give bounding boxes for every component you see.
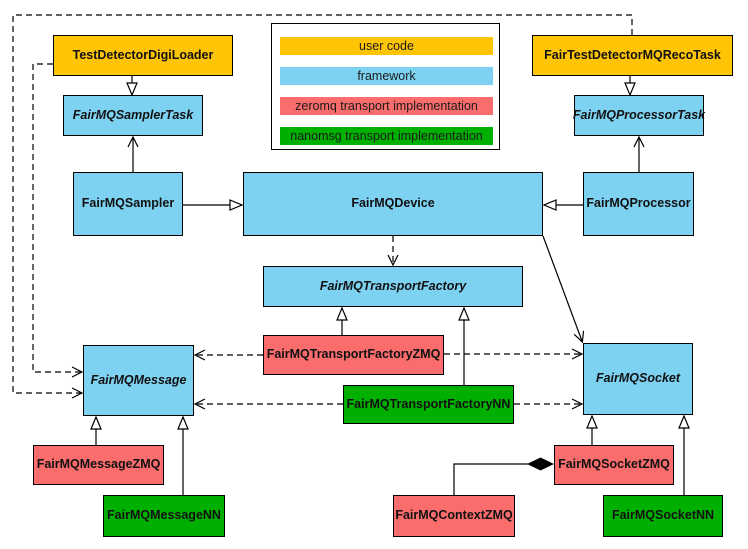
legend-item-zeromq: zeromq transport implementation <box>280 97 493 115</box>
node-fairmqsamplertask: FairMQSamplerTask <box>63 95 203 136</box>
node-fairmqsocketnn: FairMQSocketNN <box>603 495 723 537</box>
node-fairmqmessagenn: FairMQMessageNN <box>103 495 225 537</box>
node-testdetectordigiloader: TestDetectorDigiLoader <box>53 35 233 76</box>
edge-device-socket-association <box>542 235 585 344</box>
node-fairmqtransportfactoryzmq: FairMQTransportFactoryZMQ <box>263 335 444 375</box>
node-fairtestdetectormqrecotask: FairTestDetectorMQRecoTask <box>532 35 733 76</box>
node-fairmqcontextzmq: FairMQContextZMQ <box>393 495 515 537</box>
edge-socketzmq-contextzmq-composition <box>453 463 528 495</box>
node-fairmqmessagezmq: FairMQMessageZMQ <box>33 445 164 485</box>
legend-item-framework: framework <box>280 67 493 85</box>
legend: user code framework zeromq transport imp… <box>271 23 500 150</box>
legend-item-nanomsg: nanomsg transport implementation <box>280 127 493 145</box>
node-fairmqmessage: FairMQMessage <box>83 345 194 416</box>
node-fairmqprocessortask: FairMQProcessorTask <box>573 95 705 136</box>
legend-item-user-code: user code <box>280 37 493 55</box>
node-fairmqdevice: FairMQDevice <box>243 172 543 236</box>
node-fairmqsampler: FairMQSampler <box>73 172 183 236</box>
node-fairmqsocket: FairMQSocket <box>583 343 693 415</box>
node-fairmqsocketzmq: FairMQSocketZMQ <box>554 445 674 485</box>
node-fairmqtransportfactory: FairMQTransportFactory <box>263 266 523 307</box>
node-fairmqprocessor: FairMQProcessor <box>583 172 694 236</box>
composition-diamond-icon <box>527 457 554 471</box>
node-fairmqtransportfactorynn: FairMQTransportFactoryNN <box>343 385 514 424</box>
